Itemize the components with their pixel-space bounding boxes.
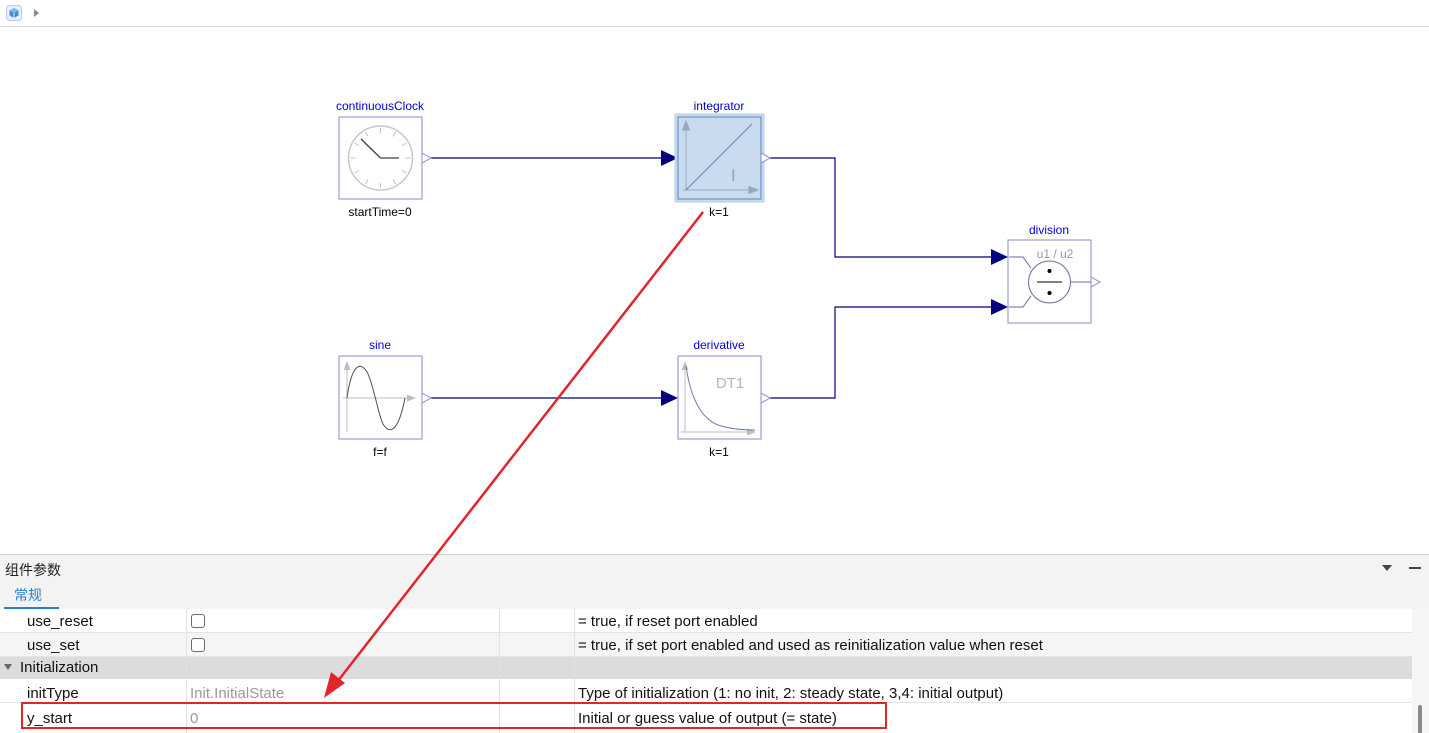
sine-output-port — [421, 392, 433, 404]
block-name-continuous-clock: continuousClock — [336, 99, 425, 113]
clock-output-port — [421, 152, 433, 164]
param-row-init-type: initType Init.InitialState Type of initi… — [0, 679, 1412, 703]
block-param-sine: f=f — [373, 445, 387, 459]
column-divider — [186, 609, 187, 733]
block-param-integrator: k=1 — [709, 205, 729, 219]
division-icon — [1009, 256, 1091, 308]
panel-scrollbar[interactable] — [1412, 609, 1429, 733]
block-integrator[interactable]: integrator I k=1 — [674, 99, 772, 219]
derivative-output-port — [760, 392, 772, 404]
integrator-input-port — [661, 150, 678, 166]
param-name: initType — [27, 685, 79, 702]
use-set-checkbox[interactable] — [191, 638, 205, 652]
param-description: Type of initialization (1: no init, 2: s… — [578, 685, 1004, 702]
param-description: = true, if reset port enabled — [578, 613, 758, 630]
integrator-icon: I — [681, 119, 760, 195]
param-row-use-reset: use_reset = true, if reset port enabled — [0, 609, 1412, 633]
division-output-port — [1090, 276, 1102, 288]
param-name: use_reset — [27, 613, 93, 630]
panel-tabbar: 常规 — [0, 581, 1429, 609]
expand-triangle-icon[interactable] — [4, 664, 12, 670]
init-type-value[interactable]: Init.InitialState — [190, 685, 285, 702]
tab-general[interactable]: 常规 — [4, 585, 59, 609]
param-row-use-set: use_set = true, if set port enabled and … — [0, 633, 1412, 657]
derivative-input-port — [661, 390, 678, 406]
derivative-glyph: DT1 — [716, 375, 744, 392]
block-name-integrator: integrator — [694, 99, 745, 113]
use-reset-checkbox[interactable] — [191, 614, 205, 628]
param-row-y-start: y_start 0 Initial or guess value of outp… — [0, 705, 1412, 729]
breadcrumb-bar — [0, 0, 1429, 27]
clock-icon — [347, 125, 414, 191]
block-continuous-clock[interactable]: continuousClock — [336, 99, 433, 219]
param-description: Initial or guess value of output (= stat… — [578, 710, 837, 727]
block-param-continuous-clock: startTime=0 — [348, 205, 412, 219]
panel-header: 组件参数 — [0, 555, 1429, 581]
block-name-derivative: derivative — [693, 338, 745, 352]
scrollbar-thumb[interactable] — [1418, 705, 1422, 733]
group-row-initialization[interactable]: Initialization — [0, 657, 1412, 679]
panel-title: 组件参数 — [5, 563, 61, 579]
collapse-triangle-icon[interactable] — [1381, 564, 1393, 572]
annotation-highlight-box — [21, 702, 887, 729]
chevron-right-icon[interactable] — [31, 7, 41, 19]
block-derivative[interactable]: derivative DT1 k=1 — [677, 338, 772, 459]
division-input-port-1 — [991, 249, 1008, 265]
block-name-division: division — [1029, 223, 1069, 237]
block-name-sine: sine — [369, 338, 391, 352]
integrator-glyph: I — [731, 166, 736, 185]
cube-icon[interactable] — [6, 5, 22, 21]
integrator-output-port — [760, 152, 772, 164]
division-glyph: u1 / u2 — [1037, 247, 1074, 261]
block-sine[interactable]: sine f=f — [338, 338, 433, 459]
group-label: Initialization — [20, 659, 99, 676]
minimize-icon[interactable] — [1409, 567, 1421, 569]
block-param-derivative: k=1 — [709, 445, 729, 459]
division-input-port-2 — [991, 299, 1008, 315]
connection-derivative-division — [769, 306, 992, 399]
block-division[interactable]: division u1 / u2 — [1007, 223, 1102, 324]
y-start-value[interactable]: 0 — [190, 710, 199, 727]
diagram-svg: continuousClock — [336, 99, 1102, 459]
connection-integrator-division — [769, 157, 992, 258]
param-name: y_start — [27, 710, 73, 727]
diagram-canvas[interactable]: continuousClock — [0, 27, 1429, 554]
param-description: = true, if set port enabled and used as … — [578, 637, 1043, 654]
param-name: use_set — [27, 637, 80, 654]
